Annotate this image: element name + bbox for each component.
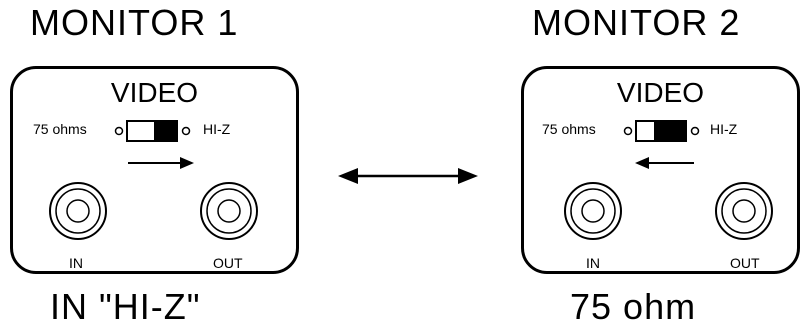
monitor-2-impedance-switch[interactable] <box>623 120 700 142</box>
monitor-1-arrow-right-icon <box>128 157 194 169</box>
monitor-2-out-jack[interactable] <box>715 182 773 240</box>
monitor-1-panel-label: VIDEO <box>110 77 199 108</box>
monitor-2-arrow-left-icon <box>635 157 694 169</box>
monitor-1-graphics <box>49 120 258 240</box>
monitor-2-in-jack[interactable] <box>564 182 622 240</box>
monitor-2-switch-right-label: HI-Z <box>710 121 738 137</box>
monitor-1-in-jack[interactable] <box>49 182 107 240</box>
switch-right-dot-icon <box>690 126 700 136</box>
monitor-1-video-panel: VIDEO 75 ohms HI-Z IN OUT <box>10 66 299 274</box>
monitor-1-switch-left-label: 75 ohms <box>33 121 87 137</box>
monitor-1-switch-right-label: HI-Z <box>203 121 231 137</box>
monitor-2-switch-left-label: 75 ohms <box>542 121 596 137</box>
switch-slider-75ohms <box>654 122 685 140</box>
monitor-2-jack-out-label: OUT <box>730 255 760 271</box>
switch-left-dot-icon <box>114 126 124 136</box>
monitor-2-title: MONITOR 2 <box>532 2 741 43</box>
monitor-2-graphics <box>564 120 773 240</box>
switch-left-dot-icon <box>623 126 633 136</box>
monitor-1-jack-in-label: IN <box>69 255 83 271</box>
monitor-2-panel-label: VIDEO <box>616 77 705 108</box>
monitor-1-impedance-switch[interactable] <box>114 120 191 142</box>
monitor-1-out-jack[interactable] <box>200 182 258 240</box>
monitor-2-jack-in-label: IN <box>586 255 600 271</box>
monitor-1-title: MONITOR 1 <box>30 2 239 43</box>
monitor-2-video-panel: VIDEO 75 ohms HI-Z IN OUT <box>521 66 800 274</box>
switch-right-dot-icon <box>181 126 191 136</box>
monitor-1-caption: IN "HI-Z" <box>50 286 201 327</box>
monitor-2-caption: 75 ohm <box>570 286 697 327</box>
monitor-1-jack-out-label: OUT <box>213 255 243 271</box>
switch-slider-hiz <box>154 122 176 140</box>
